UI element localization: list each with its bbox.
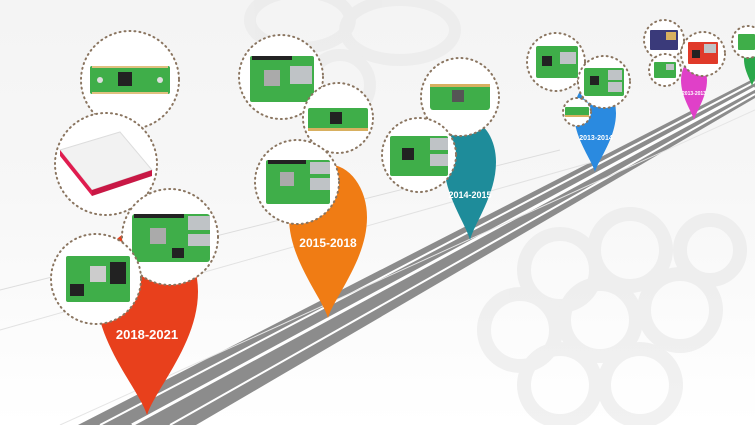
product-bubble-model-b-red[interactable] bbox=[680, 31, 726, 77]
product-photo-icon bbox=[66, 256, 130, 302]
product-bubble-compute-module-3[interactable] bbox=[302, 82, 374, 154]
product-photo-icon bbox=[308, 108, 368, 131]
product-photo-icon bbox=[390, 136, 448, 176]
milestone-pin-2013-2014[interactable]: 2013-2014 bbox=[574, 82, 616, 172]
product-bubble-board-4[interactable] bbox=[121, 188, 219, 286]
product-bubble-model-b-plus[interactable] bbox=[577, 55, 631, 109]
product-bubble-compute-module-4[interactable] bbox=[50, 233, 142, 325]
product-photo-icon bbox=[654, 62, 676, 78]
milestone-label: 2013-2014 bbox=[579, 135, 613, 142]
timeline-road bbox=[0, 78, 755, 425]
milestone-pin-2018-2021[interactable]: 2018-2021 bbox=[96, 226, 198, 416]
milestone-pin-2013-2013[interactable]: 2013-2013 bbox=[681, 59, 707, 120]
product-bubble-zero[interactable] bbox=[420, 57, 500, 137]
product-photo-icon bbox=[250, 56, 314, 102]
product-photo-icon bbox=[266, 160, 330, 204]
milestone-label: 2014-2015 bbox=[448, 190, 491, 200]
product-photo-icon bbox=[132, 214, 210, 262]
product-bubble-early-board[interactable] bbox=[731, 25, 755, 59]
milestone-pin-2015-2018[interactable]: 2015-2018 bbox=[289, 164, 367, 318]
product-photo-icon bbox=[565, 107, 589, 117]
product-bubble-keyboard-computer[interactable] bbox=[54, 112, 158, 216]
product-photo-icon bbox=[738, 34, 755, 50]
milestone-label: 2018-2021 bbox=[116, 327, 178, 342]
product-photo-icon bbox=[688, 42, 718, 64]
product-photo-icon bbox=[59, 131, 153, 196]
product-bubble-board-3-b[interactable] bbox=[254, 139, 340, 225]
product-bubble-pico[interactable] bbox=[80, 30, 180, 130]
product-photo-icon bbox=[650, 30, 678, 50]
product-photo-icon bbox=[536, 46, 578, 78]
raspberry-logo-icon bbox=[477, 207, 747, 425]
product-bubble-model-b-rev2[interactable] bbox=[643, 19, 685, 61]
product-bubble-board-3-a-plus[interactable] bbox=[238, 34, 324, 120]
product-bubble-compute-module-1[interactable] bbox=[562, 97, 592, 127]
product-photo-icon bbox=[90, 66, 170, 94]
product-bubble-board-2-b[interactable] bbox=[381, 117, 457, 193]
product-photo-icon bbox=[584, 68, 624, 96]
milestone-label: 2015-2018 bbox=[299, 236, 357, 250]
product-bubble-model-a[interactable] bbox=[648, 53, 682, 87]
milestone-label: 2013-2013 bbox=[682, 91, 706, 97]
product-bubble-model-a-plus[interactable] bbox=[526, 32, 586, 92]
product-photo-icon bbox=[430, 84, 490, 110]
milestone-pin-2014-2015[interactable]: 2014-2015 bbox=[444, 121, 496, 240]
